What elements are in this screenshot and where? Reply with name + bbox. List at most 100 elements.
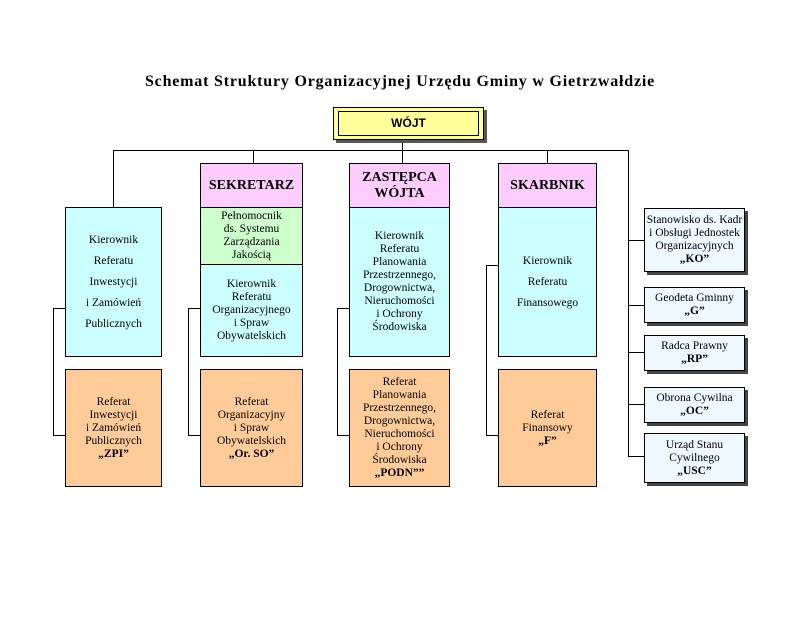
connector-col3-sub <box>337 308 338 435</box>
connector-col1-down <box>113 150 114 207</box>
text-line: ds. Systemu <box>223 223 280 235</box>
text-line: Referatu <box>93 254 134 267</box>
connector-col3-sub-b <box>337 435 349 436</box>
unit-code: „F” <box>538 434 557 447</box>
side-box-g: Geodeta Gminny „G” <box>644 287 745 323</box>
col2-kierownik-box: Kierownik Referatu Organizacyjnego i Spr… <box>200 264 303 357</box>
sekretarz-box: SEKRETARZ <box>200 163 303 208</box>
text-line: Drogownictwa, <box>363 415 436 427</box>
text-line: Planowania <box>372 389 427 401</box>
text-line: Inwestycji <box>89 275 138 288</box>
text-line: Nieruchomości <box>364 428 435 440</box>
col4-kierownik-box: Kierownik Referatu Finansowego <box>498 207 597 357</box>
text-line: Środowiska <box>372 454 427 466</box>
text-line: Przestrzennego, <box>362 269 437 281</box>
col2-referat-box: Referat Organizacyjny i Spraw Obywatelsk… <box>200 369 303 487</box>
connector-col2-sub-a <box>188 308 200 309</box>
zastepca-wojta-box: ZASTĘPCA WÓJTA <box>349 163 450 208</box>
text-line: Referat <box>96 395 131 408</box>
text-line: Inwestycji <box>89 408 138 421</box>
text-line: Kierownik <box>88 233 139 246</box>
text-line: Obrona Cywilna <box>656 392 733 404</box>
text-line: Kierownik <box>374 230 425 242</box>
connector-col2-sub <box>188 308 189 435</box>
text-line: Środowiska <box>372 321 427 333</box>
connector-col1-sub <box>53 308 54 435</box>
text-line: Przestrzennego, <box>362 402 437 414</box>
text-line: Planowania <box>372 256 427 268</box>
connector-col1-sub-a <box>53 308 65 309</box>
text-line: Stanowisko ds. Kadr <box>646 214 743 226</box>
text-line: Geodeta Gminny <box>655 292 734 304</box>
text-line: Urząd Stanu <box>665 438 724 451</box>
col3-kierownik-box: Kierownik Referatu Planowania Przestrzen… <box>349 207 450 357</box>
text-line: Referatu <box>379 243 420 255</box>
connector-wojt-down <box>402 140 403 150</box>
col2-pelnomocnik-box: Pełnomocnik ds. Systemu Zarządzania Jako… <box>200 207 303 265</box>
connector-side-vertical <box>628 150 629 456</box>
connector-skarbnik-down <box>547 150 548 163</box>
text-line: i Spraw <box>233 421 270 434</box>
connector-zastepca-down <box>402 150 403 163</box>
text-line: Organizacyjnych <box>655 240 734 252</box>
page-title: Schemat Struktury Organizacyjnej Urzędu … <box>144 73 656 90</box>
unit-code: „USC” <box>677 464 712 477</box>
side-box-usc: Urząd Stanu Cywilnego „USC” <box>644 433 745 483</box>
connector-col1-sub-b <box>53 435 65 436</box>
text-line: Obywatelskich <box>217 330 286 342</box>
text-line: Organizacyjny <box>217 408 286 421</box>
text-line: Kierownik <box>226 278 277 290</box>
wojt-box: WÓJT <box>333 107 484 140</box>
text-line: Referat <box>382 376 417 388</box>
text-line: Radca Prawny <box>661 340 728 352</box>
text-line: Referat <box>530 408 565 421</box>
text-line: Referatu <box>527 275 568 288</box>
text-line: i Ochrony <box>376 308 423 320</box>
connector-col3-sub-a <box>337 308 349 309</box>
unit-code: „OC” <box>680 405 709 417</box>
text-line: Jakością <box>232 249 271 261</box>
col1-kierownik-box: Kierownik Referatu Inwestycji i Zamówień… <box>65 207 162 357</box>
side-box-ko: Stanowisko ds. Kadr i Obsługi Jednostek … <box>644 208 745 272</box>
text-line: Finansowy <box>522 421 573 434</box>
connector-side-5 <box>628 456 644 457</box>
unit-code: „RP” <box>681 353 708 365</box>
text-line: Finansowego <box>516 296 579 309</box>
text-line: Referat <box>234 395 269 408</box>
text-line: i Obsługi Jednostek <box>649 227 740 239</box>
connector-side-3 <box>628 352 644 353</box>
text-line: Referatu <box>231 291 272 303</box>
connector-col2-sub-b <box>188 435 200 436</box>
text-line: Publicznych <box>85 434 142 447</box>
connector-sekretarz-down <box>253 150 254 163</box>
side-box-oc: Obrona Cywilna „OC” <box>644 387 745 423</box>
text-line: i Spraw <box>233 317 270 329</box>
text-line: i Ochrony <box>376 441 423 453</box>
connector-side-4 <box>628 404 644 405</box>
unit-code: „KO” <box>679 253 710 265</box>
side-box-rp: Radca Prawny „RP” <box>644 335 745 371</box>
unit-code: „G” <box>684 305 705 317</box>
connector-side-2 <box>628 305 644 306</box>
text-line: Nieruchomości <box>364 295 435 307</box>
text-line: Pełnomocnik <box>221 210 282 222</box>
zastepca-label-2: WÓJTA <box>374 185 425 201</box>
text-line: Obywatelskich <box>217 434 286 447</box>
text-line: i Zamówień <box>85 421 142 434</box>
unit-code: „Or. SO” <box>228 447 275 460</box>
connector-side-1 <box>628 240 644 241</box>
text-line: i Zamówień <box>85 296 142 309</box>
text-line: Cywilnego <box>669 451 720 464</box>
unit-code: „ZPI” <box>98 447 129 460</box>
sekretarz-label: SEKRETARZ <box>208 177 295 193</box>
connector-col4-sub <box>486 265 487 435</box>
col1-referat-box: Referat Inwestycji i Zamówień Publicznyc… <box>65 369 162 487</box>
skarbnik-box: SKARBNIK <box>498 163 597 208</box>
zastepca-label-1: ZASTĘPCA <box>362 169 437 185</box>
text-line: Publicznych <box>85 317 142 330</box>
text-line: Kierownik <box>522 254 573 267</box>
connector-col4-sub-a <box>486 265 498 266</box>
text-line: Organizacyjnego <box>212 304 291 316</box>
col4-referat-box: Referat Finansowy „F” <box>498 369 597 487</box>
connector-top-bus <box>113 150 628 151</box>
